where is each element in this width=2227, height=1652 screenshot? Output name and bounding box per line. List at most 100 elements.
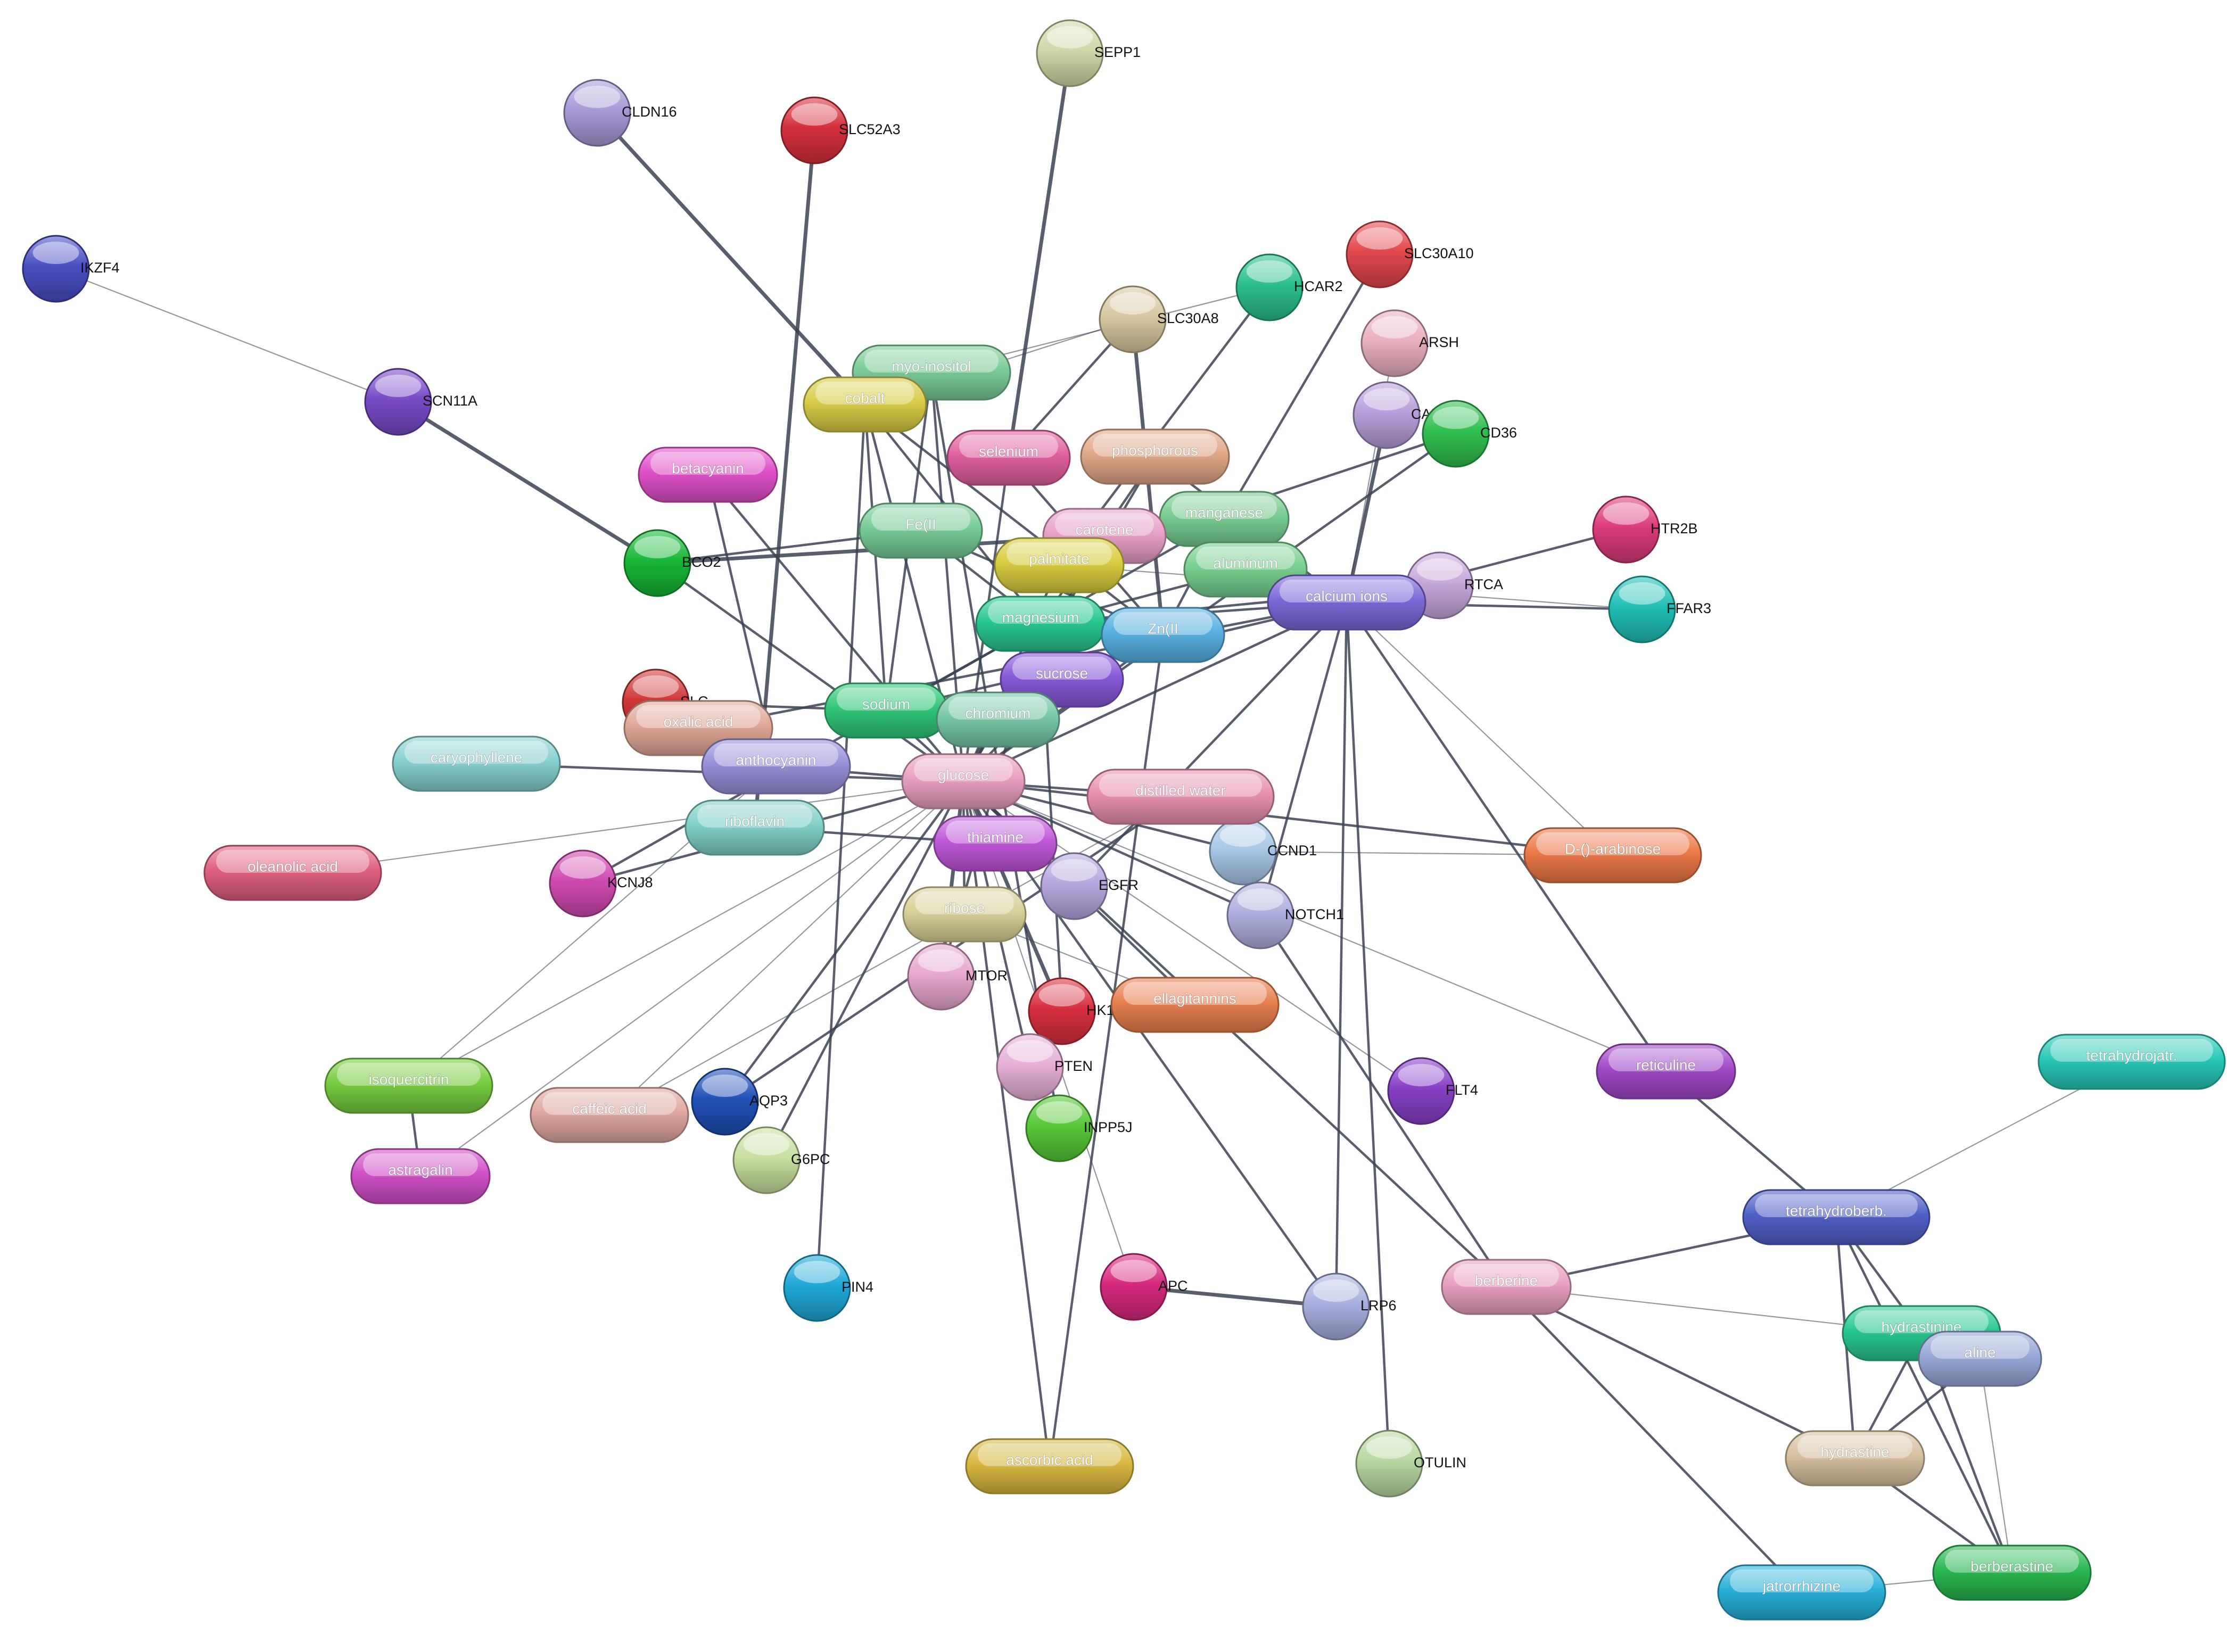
- node-slc30a10[interactable]: SLC30A10: [1346, 220, 1474, 288]
- edge-caffeic-acid-distilled-water: [608, 796, 1182, 1116]
- node-scn11a[interactable]: SCN11A: [364, 368, 477, 436]
- node-ikzf4[interactable]: IKZF4: [22, 235, 120, 303]
- node-anthocyanin[interactable]: anthocyanin: [701, 738, 851, 795]
- node-gloss: [702, 1074, 748, 1097]
- node-gloss: [632, 675, 679, 698]
- node-gloss: [1093, 434, 1217, 457]
- node-notch1[interactable]: NOTCH1: [1226, 881, 1344, 949]
- node-tetrahydroberb[interactable]: tetrahydroberb.: [1742, 1189, 1931, 1245]
- node-label: calcium ions: [1306, 588, 1388, 604]
- node-shape: [1592, 495, 1660, 564]
- node-canadaline[interactable]: aline: [1918, 1331, 2042, 1387]
- node-oxalic-acid[interactable]: oxalic acid: [623, 700, 773, 756]
- node-magnesium[interactable]: magnesium: [975, 596, 1106, 652]
- node-selenium[interactable]: selenium: [946, 429, 1071, 486]
- node-ellagitannins[interactable]: ellagitannins: [1110, 977, 1280, 1033]
- node-glucose[interactable]: glucose: [901, 753, 1026, 810]
- node-shape: [1040, 852, 1108, 920]
- node-gloss: [1046, 26, 1093, 49]
- node-manganese[interactable]: manganese: [1159, 491, 1290, 547]
- node-label: reticuline: [1636, 1056, 1696, 1073]
- edge-notch1-berberine: [1259, 914, 1508, 1288]
- node-distilled-water[interactable]: distilled water: [1086, 769, 1275, 825]
- node-kcnj8[interactable]: KCNJ8: [549, 849, 653, 918]
- node-gloss: [1172, 496, 1277, 519]
- node-pten[interactable]: PTEN: [996, 1033, 1093, 1101]
- node-label: tetrahydroberb.: [1786, 1202, 1887, 1219]
- node-cobalt[interactable]: cobalt: [803, 376, 927, 433]
- node-cd36[interactable]: CD36: [1422, 400, 1517, 468]
- node-ribose[interactable]: ribose: [902, 886, 1027, 943]
- node-zn-ii[interactable]: Zn(II: [1101, 607, 1225, 663]
- node-label: HTR2B: [1651, 521, 1698, 536]
- node-label: chromium: [966, 705, 1031, 721]
- node-lrp6[interactable]: LRP6: [1302, 1273, 1397, 1341]
- node-shape: [1932, 1544, 2092, 1601]
- node-fe-ii[interactable]: Fe(II: [859, 502, 983, 559]
- node-gloss: [2050, 1039, 2213, 1062]
- node-label: MTOR: [966, 968, 1008, 984]
- node-arsh[interactable]: ARSH: [1360, 309, 1459, 377]
- node-htr2b[interactable]: HTR2B: [1592, 495, 1698, 564]
- node-caryophyllene[interactable]: caryophyllene: [392, 736, 561, 792]
- node-mtor[interactable]: MTOR: [907, 943, 1008, 1011]
- node-slc52a3[interactable]: SLC52A3: [780, 96, 901, 164]
- node-astragalin[interactable]: astragalin: [350, 1148, 491, 1204]
- node-label: phosphorous: [1112, 442, 1198, 458]
- node-aqp3[interactable]: AQP3: [691, 1068, 788, 1136]
- node-betacyanin[interactable]: betacyanin: [638, 447, 778, 503]
- node-otulin[interactable]: OTULIN: [1355, 1430, 1466, 1498]
- node-gloss: [559, 856, 606, 879]
- node-label: ARSH: [1419, 334, 1459, 350]
- node-chromium[interactable]: chromium: [936, 691, 1060, 748]
- node-berberastine[interactable]: berberastine: [1932, 1544, 2092, 1601]
- node-ffar3[interactable]: FFAR3: [1608, 575, 1711, 643]
- node-inpp5j[interactable]: INPP5J: [1025, 1094, 1133, 1162]
- node-egfr[interactable]: EGFR: [1040, 852, 1139, 920]
- node-label: hydrastine: [1820, 1443, 1889, 1460]
- node-gloss: [743, 1133, 790, 1156]
- node-shape: [1596, 1043, 1736, 1100]
- node-slc30a8[interactable]: SLC30A8: [1099, 285, 1219, 353]
- node-ccnd1[interactable]: CCND1: [1209, 817, 1317, 886]
- node-gloss: [1007, 1039, 1053, 1063]
- node-bco2[interactable]: BCO2: [623, 529, 721, 597]
- node-apc[interactable]: APC: [1100, 1253, 1188, 1321]
- node-d-arabinose[interactable]: D-()-arabinose: [1523, 827, 1702, 883]
- node-berberine[interactable]: berberine: [1441, 1259, 1572, 1315]
- node-g6pc[interactable]: G6PC: [732, 1126, 830, 1194]
- node-pin4[interactable]: PIN4: [783, 1254, 873, 1322]
- node-tetrahydrojatr[interactable]: tetrahydrojatr.: [2038, 1034, 2226, 1090]
- node-cldn16[interactable]: CLDN16: [563, 79, 677, 147]
- node-shape: [1346, 220, 1414, 288]
- node-gloss: [1730, 1570, 1874, 1592]
- node-riboflavin[interactable]: riboflavin: [684, 799, 825, 856]
- node-label: oxalic acid: [664, 713, 733, 730]
- node-jatrorrhizine[interactable]: jatrorrhizine: [1717, 1564, 1886, 1621]
- node-gloss: [1366, 1436, 1413, 1459]
- node-reticuline[interactable]: reticuline: [1596, 1043, 1736, 1100]
- edge-cobalt-sodium: [863, 403, 888, 712]
- node-oleanolic-acid[interactable]: oleanolic acid: [203, 845, 382, 901]
- node-sodium[interactable]: sodium: [824, 682, 948, 739]
- node-phosphorous[interactable]: phosphorous: [1080, 428, 1230, 485]
- node-label: G6PC: [791, 1151, 830, 1167]
- node-shape: [907, 943, 975, 1011]
- node-gloss: [1371, 316, 1418, 339]
- node-hydrastine[interactable]: hydrastine: [1785, 1430, 1925, 1486]
- node-label: FLT4: [1446, 1082, 1478, 1098]
- node-hk1[interactable]: HK1: [1028, 977, 1115, 1045]
- node-shape: [1101, 607, 1225, 663]
- node-gloss: [1854, 1310, 1989, 1333]
- node-shape: [22, 235, 90, 303]
- node-ascorbic-acid[interactable]: ascorbic acid: [965, 1438, 1134, 1494]
- node-sepp1[interactable]: SEPP1: [1036, 19, 1141, 87]
- node-flt4[interactable]: FLT4: [1387, 1057, 1478, 1125]
- node-shape: [996, 1033, 1064, 1101]
- node-caffeic-acid[interactable]: caffeic acid: [530, 1087, 689, 1143]
- node-hcar2[interactable]: HCAR2: [1235, 253, 1343, 321]
- node-palmitate[interactable]: palmitate: [994, 537, 1125, 593]
- node-calcium-ions[interactable]: calcium ions: [1267, 574, 1426, 631]
- node-isoquercitrin[interactable]: isoquercitrin: [324, 1058, 493, 1114]
- node-thiamine[interactable]: thiamine: [933, 815, 1058, 872]
